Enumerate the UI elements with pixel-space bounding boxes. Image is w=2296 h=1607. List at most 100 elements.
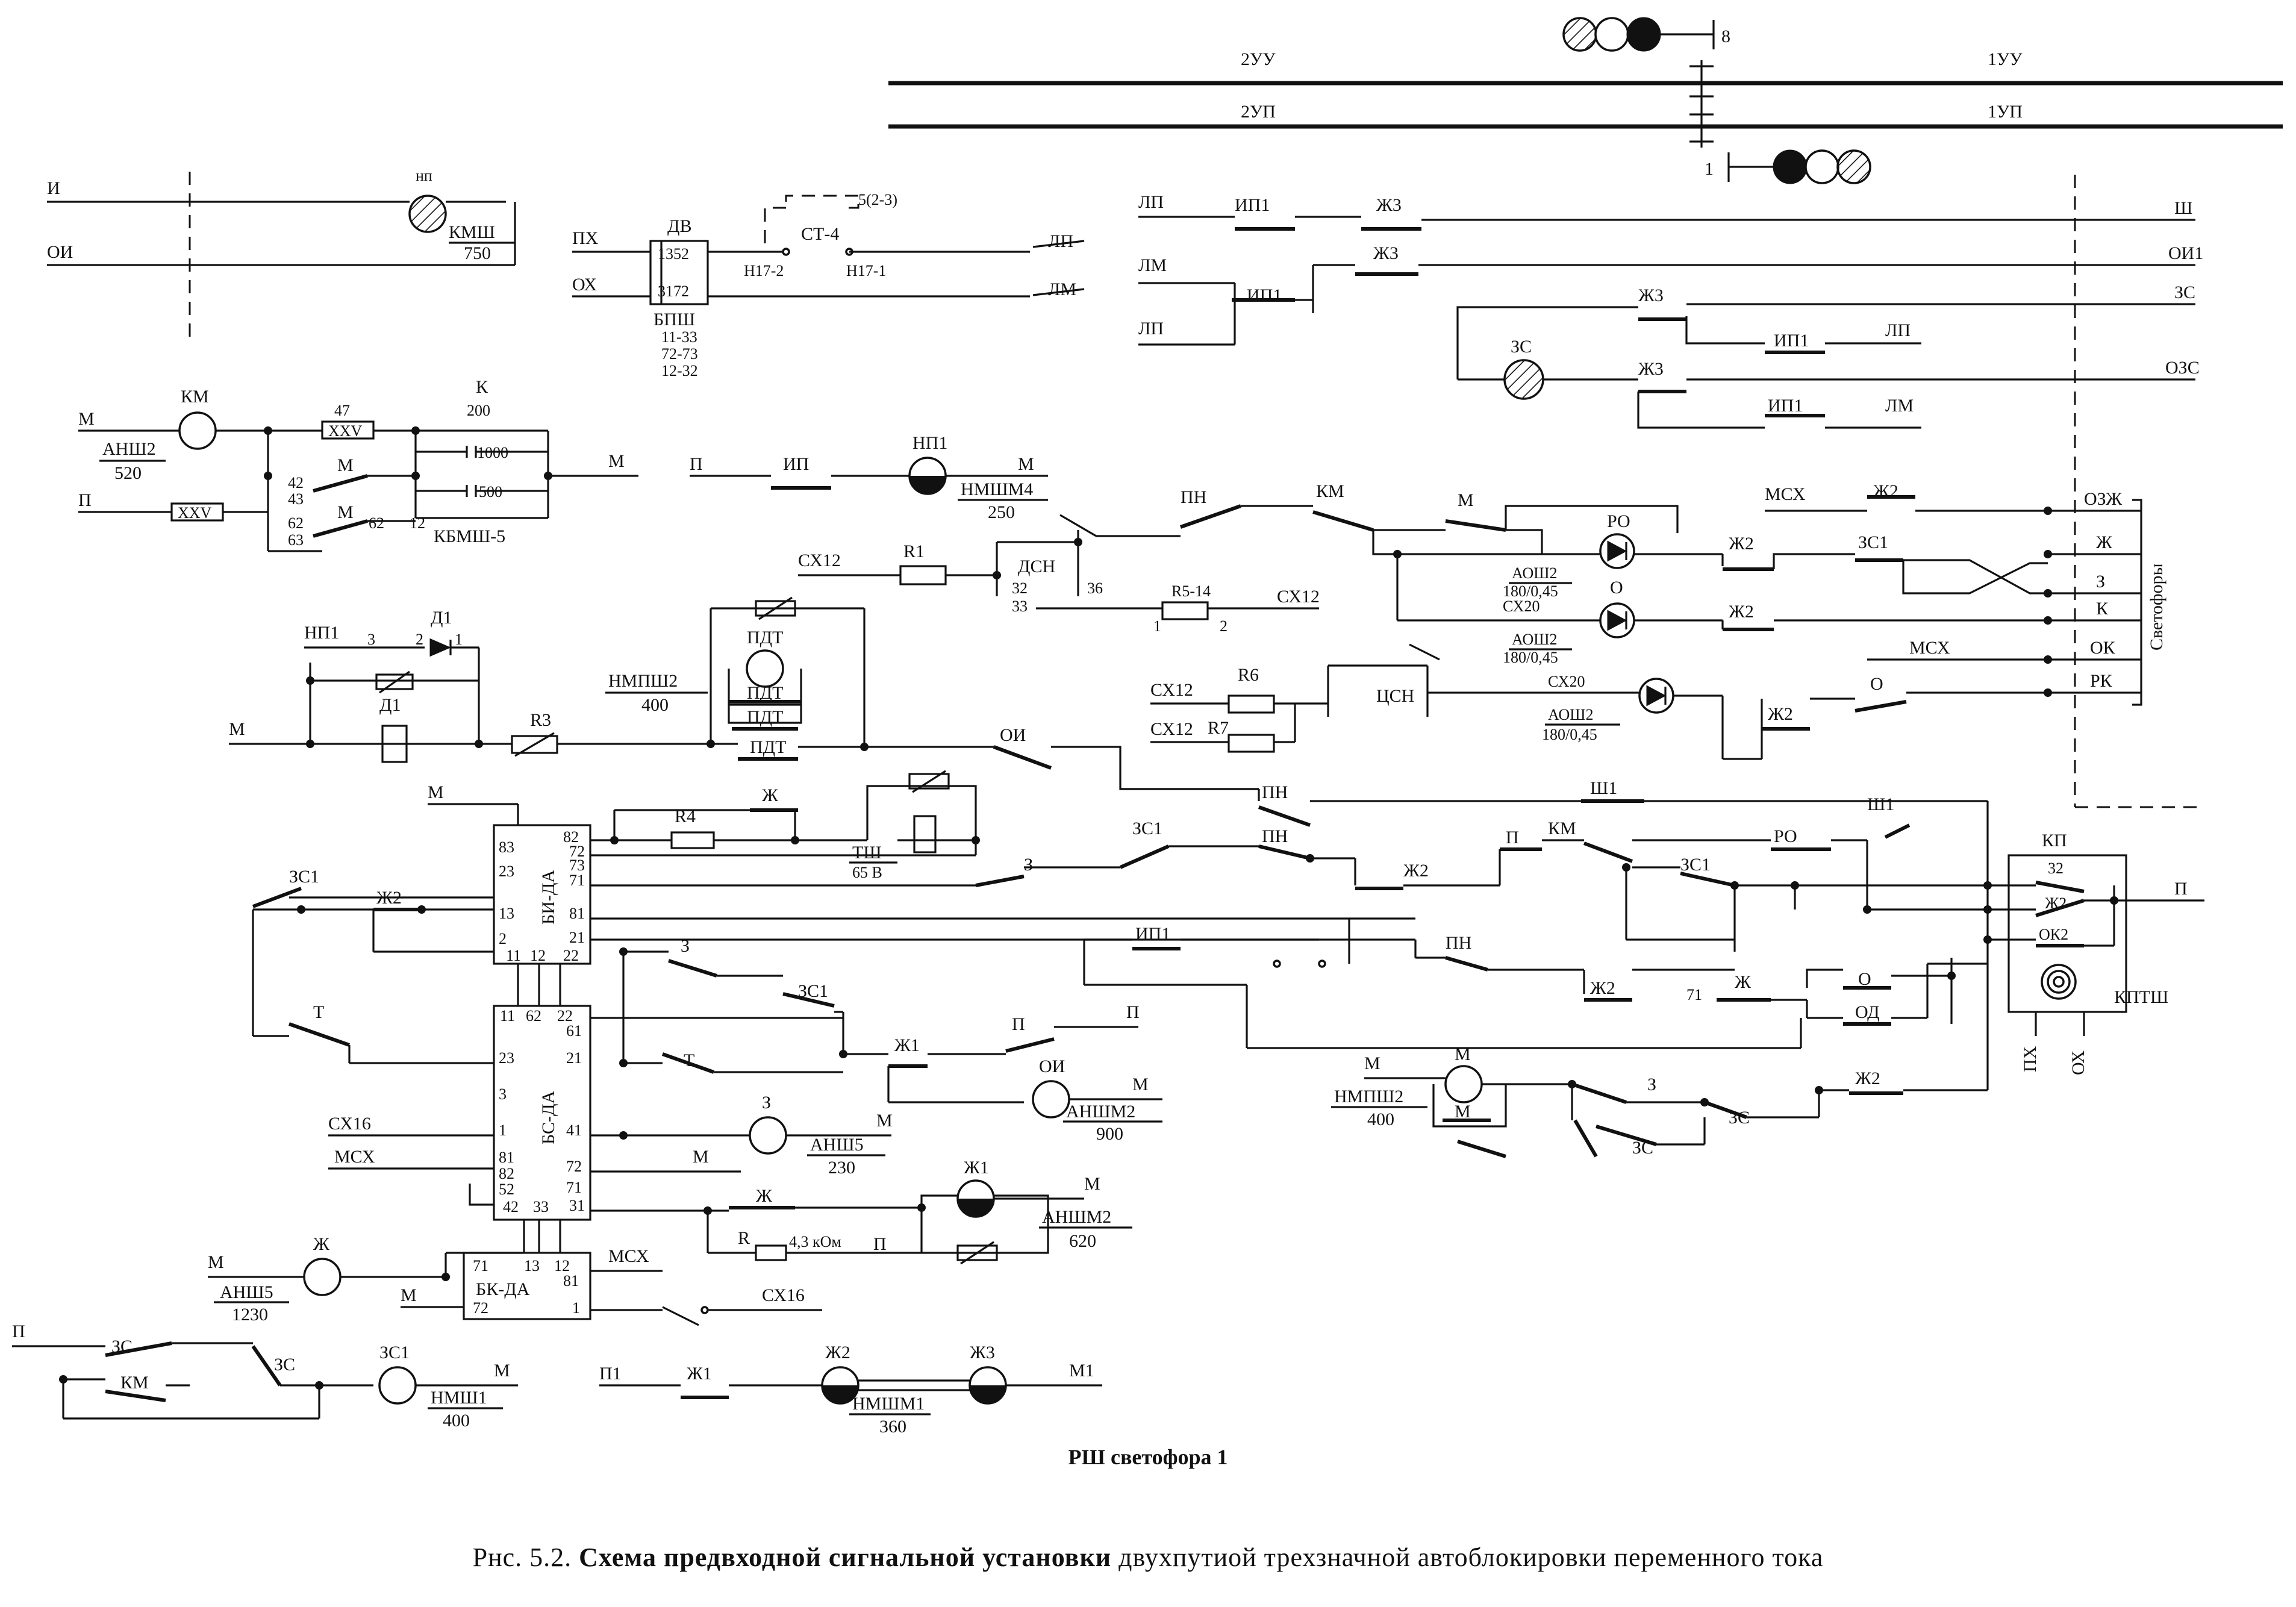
zs1-relay-out: М bbox=[494, 1361, 510, 1381]
resistor-2-label: XXV bbox=[178, 504, 212, 522]
z-contact-2: З bbox=[681, 936, 690, 956]
diode-d1-bot: Д1 bbox=[379, 695, 401, 715]
lamp-in-sx12: СХ12 bbox=[798, 551, 841, 570]
caption-rest: двухпутиой трехзначной автоблокировки пе… bbox=[1118, 1543, 1824, 1572]
diode-o: О bbox=[1610, 578, 1623, 598]
wire-p: П bbox=[78, 490, 92, 510]
b2-r71: 71 bbox=[566, 1179, 582, 1196]
b2-r21: 21 bbox=[566, 1049, 582, 1067]
out-z: З bbox=[2096, 572, 2105, 591]
zs-lamp bbox=[1503, 359, 1544, 400]
block-bs-da bbox=[493, 1005, 591, 1221]
bottom-unit-value: 360 bbox=[879, 1417, 906, 1437]
zh1-contact: Ж1 bbox=[894, 1035, 920, 1055]
pdt-contact-b: ПДТ bbox=[747, 707, 783, 727]
panel-e: П ИП НП1 М НМШМ4 250 bbox=[690, 433, 1048, 522]
right-sh1: Ш1 bbox=[1867, 794, 1894, 814]
sx20-a: СХ20 bbox=[1503, 598, 1540, 615]
right-pn: ПН bbox=[1446, 933, 1471, 953]
contact-zh3-d: Ж3 bbox=[1638, 359, 1664, 379]
zs-contact-zs-b: ЗС bbox=[1729, 1108, 1750, 1128]
aosh2-1: АОШ2 bbox=[1512, 564, 1558, 582]
panel-b: ПХ ОХ ДВ 1352 3172 БПШ 11-33 72-73 12-32… bbox=[572, 191, 1085, 379]
b1-l2: 2 bbox=[499, 930, 507, 947]
track-label-2uu: 2УУ bbox=[1241, 49, 1276, 69]
input-ox: ОХ bbox=[572, 275, 597, 295]
right-lm: ЛМ bbox=[1885, 396, 1914, 416]
wire-m-left: М bbox=[78, 409, 95, 429]
km-label: КМ bbox=[181, 387, 209, 407]
dv-label: ДВ bbox=[667, 216, 691, 236]
out-sh: Ш bbox=[2174, 198, 2192, 218]
zh-label-bot: Ж bbox=[756, 1186, 772, 1206]
b2-l3: 3 bbox=[499, 1085, 507, 1103]
p-contact-b: П bbox=[1126, 1002, 1140, 1022]
z-relay-out: М bbox=[876, 1111, 893, 1131]
t-left: Т bbox=[313, 1002, 324, 1022]
out-lp: ЛП bbox=[1048, 231, 1073, 251]
left-lm: ЛМ bbox=[1138, 255, 1167, 275]
z-contact: З bbox=[1024, 855, 1033, 875]
zs-contact-z: З bbox=[1647, 1075, 1656, 1094]
aosh2-3-value: 180/0,45 bbox=[1542, 726, 1597, 743]
figure-subtitle: РШ светофора 1 bbox=[1068, 1445, 1228, 1469]
b1-r72: 72 bbox=[569, 843, 585, 860]
out-ok: ОК bbox=[2090, 638, 2116, 658]
pin-63: 63 bbox=[288, 531, 304, 549]
b1-r22: 22 bbox=[563, 947, 579, 964]
km-relay bbox=[178, 411, 217, 450]
resistor-r4 bbox=[670, 831, 715, 849]
b2-r72: 72 bbox=[566, 1158, 582, 1175]
b2-t62: 62 bbox=[526, 1007, 541, 1025]
b3-81: 81 bbox=[563, 1272, 579, 1290]
zh1-relay-label: Ж1 bbox=[964, 1158, 989, 1178]
np1-type: НМШМ4 bbox=[961, 479, 1033, 499]
kp-out-p: П bbox=[2174, 879, 2188, 899]
bottom-zs-1: ЗС bbox=[111, 1337, 133, 1356]
contact-zh3-c: Ж3 bbox=[1638, 286, 1664, 305]
b2-r33: 33 bbox=[533, 1198, 549, 1215]
bottom-km: КМ bbox=[120, 1373, 149, 1393]
b3-sx16: СХ16 bbox=[762, 1285, 805, 1305]
b3-msx: МСХ bbox=[608, 1246, 649, 1266]
vert-px: ПХ bbox=[2020, 1046, 2040, 1072]
np1-out: М bbox=[1018, 454, 1034, 474]
zh1-relay-type: АНШМ2 bbox=[1042, 1207, 1111, 1227]
zh1-relay-out: М bbox=[1084, 1174, 1100, 1194]
zh1-relay-value: 620 bbox=[1069, 1231, 1096, 1251]
np1-wire: НП1 bbox=[304, 623, 339, 643]
b1-l13: 13 bbox=[499, 905, 514, 922]
right-ro: РО bbox=[1774, 826, 1797, 846]
kmsh-value: 750 bbox=[464, 243, 491, 263]
signals-caption: Светофоры bbox=[2147, 563, 2167, 651]
np1-label: НП1 bbox=[912, 433, 947, 453]
sx12-row-2: СХ12 bbox=[1150, 719, 1193, 739]
out-ozs: ОЗС bbox=[2165, 358, 2200, 378]
wire-i: И bbox=[47, 178, 60, 198]
kp-label: КП bbox=[2042, 831, 2067, 850]
right-od: ОД bbox=[1855, 1002, 1880, 1022]
pdt-label: ПДТ bbox=[747, 628, 783, 647]
msx-b: МСХ bbox=[1909, 638, 1950, 658]
sx16-label: СХ16 bbox=[328, 1114, 371, 1134]
panel-d: М КМ АНШ2 520 XXV 47 К 200 1000 500 М П … bbox=[78, 377, 638, 552]
tsh-label: ТШ bbox=[852, 843, 882, 863]
np1-pin-2: 2 bbox=[416, 631, 423, 648]
r-value: 4,3 кОм bbox=[789, 1233, 841, 1250]
right-71: 71 bbox=[1686, 986, 1702, 1003]
zs1-label: ЗС1 bbox=[1858, 532, 1888, 552]
right-section: Ш1 Ж2 П КМ ЗС1 РО Ш1 ИП1 bbox=[1083, 778, 2204, 1158]
dv-pins-top: 1352 bbox=[658, 245, 689, 263]
vert-ox: ОХ bbox=[2068, 1050, 2088, 1075]
out-zh: Ж bbox=[2096, 532, 2112, 552]
aosh2-2: АОШ2 bbox=[1512, 631, 1558, 648]
right-zh2: Ж2 bbox=[1403, 861, 1429, 881]
m-relay-label: М bbox=[1455, 1044, 1471, 1064]
m-relay-value: 400 bbox=[1367, 1109, 1394, 1129]
bottom-section: П ЗС ЗС КМ ЗС1 М НМШ1 400 П1 Ж1 Ж2 Ж3 bbox=[12, 1321, 1102, 1437]
pdt-type: НМПШ2 bbox=[608, 671, 678, 691]
track-label-1uu: 1УУ bbox=[1988, 49, 2023, 69]
contact-ip1-c: ИП1 bbox=[1774, 331, 1809, 351]
b3-71: 71 bbox=[473, 1257, 488, 1275]
signal-8: 8 bbox=[1562, 17, 1730, 52]
